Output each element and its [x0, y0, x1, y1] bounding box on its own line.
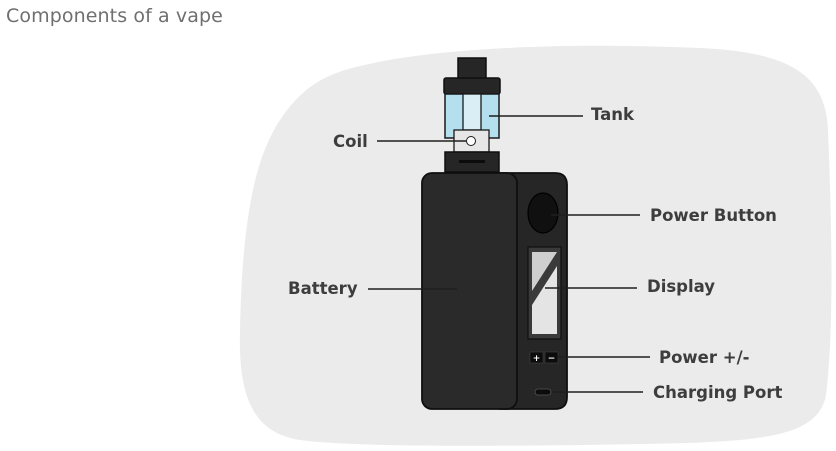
label-power-button: Power Button: [650, 206, 777, 225]
label-coil: Coil: [333, 132, 368, 151]
charging-port: [534, 388, 552, 396]
tank-chimney: [462, 93, 482, 131]
display-glare: [532, 252, 557, 291]
coil-hole: [466, 136, 476, 146]
minus-button-label: −: [548, 354, 556, 364]
tank-top-cap: [443, 77, 501, 95]
tank-assembly: [443, 57, 501, 173]
label-charging-port: Charging Port: [653, 383, 782, 402]
display-glare-main: [532, 266, 557, 334]
mod-body: + −: [421, 172, 568, 410]
label-power-adjust: Power +/-: [659, 348, 749, 367]
label-battery: Battery: [288, 279, 358, 298]
label-display: Display: [647, 277, 715, 296]
battery-door: [421, 172, 518, 410]
drip-tip: [457, 57, 487, 81]
power-button: [527, 192, 559, 234]
tank-base-slot: [459, 160, 485, 163]
page-title: Components of a vape: [6, 5, 223, 27]
label-tank: Tank: [591, 105, 635, 124]
plus-button-label: +: [533, 354, 541, 364]
plus-button: [529, 351, 544, 364]
